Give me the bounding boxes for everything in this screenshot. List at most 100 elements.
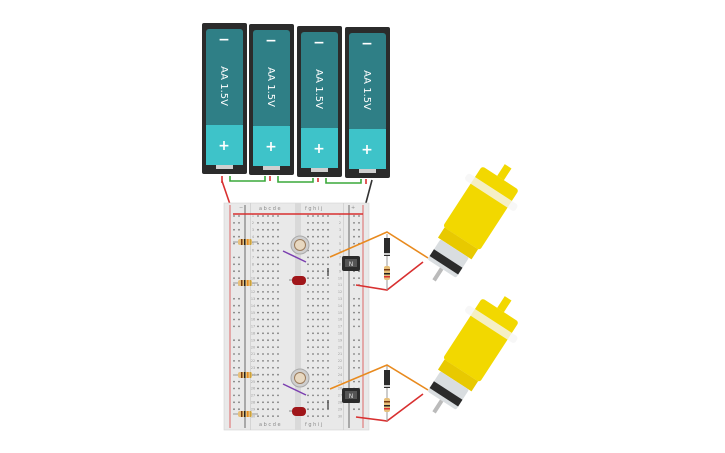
photoresistor[interactable]	[290, 235, 310, 255]
row-number: 19	[338, 338, 342, 342]
battery-plus-sign: +	[218, 138, 230, 154]
row-number: 5	[339, 242, 341, 246]
row-number: 1	[252, 214, 254, 218]
battery-pack: − AA 1.5V + − AA 1.5V + − AA 1.5V +	[202, 23, 390, 178]
row-number: 27	[251, 394, 255, 398]
battery-minus-sign: −	[313, 35, 325, 51]
battery-minus-sign: −	[218, 32, 230, 48]
column-letters-right: f g h i j	[305, 206, 322, 212]
rail-plus-label: +	[351, 205, 355, 211]
row-number: 11	[338, 283, 342, 287]
row-number: 3	[252, 228, 254, 232]
battery-1[interactable]: − AA 1.5V +	[202, 23, 247, 174]
row-number: 23	[251, 366, 255, 370]
row-number: 26	[338, 387, 342, 391]
column-letters-right-bottom: f g h i j	[305, 422, 322, 428]
resistor[interactable]	[233, 372, 258, 378]
jumper-wire-purple[interactable]	[282, 383, 307, 396]
row-number: 29	[251, 407, 255, 411]
row-number: 24	[338, 373, 342, 377]
row-number: 17	[338, 325, 342, 329]
row-number: 27	[338, 394, 342, 398]
battery-4[interactable]: − AA 1.5V +	[345, 27, 390, 178]
breadboard-holes[interactable]	[233, 215, 360, 417]
jumper-wire-purple[interactable]	[282, 250, 307, 263]
battery-series-wires[interactable]	[221, 176, 367, 184]
transistor-mark: N	[349, 393, 354, 400]
transistor[interactable]: N	[342, 256, 360, 271]
battery-label: AA 1.5V	[361, 70, 372, 110]
row-number: 25	[251, 380, 255, 384]
row-number: 22	[338, 359, 342, 363]
row-number: 4	[252, 235, 254, 239]
row-number: 20	[251, 345, 255, 349]
photoresistor[interactable]	[290, 368, 310, 388]
led-red[interactable]	[289, 407, 306, 416]
row-number: 6	[339, 249, 341, 253]
battery-3[interactable]: − AA 1.5V +	[297, 26, 342, 177]
row-number: 3	[339, 228, 341, 232]
row-number: 15	[251, 311, 255, 315]
row-number: 11	[251, 283, 255, 287]
battery-plus-sign: +	[313, 141, 325, 157]
row-number: 16	[338, 318, 342, 322]
row-number: 2	[339, 221, 341, 225]
row-number: 8	[252, 263, 254, 267]
circuit-2: N	[233, 282, 533, 429]
battery-plus-sign: +	[361, 142, 373, 158]
row-number: 28	[251, 401, 255, 405]
led-red[interactable]	[289, 276, 306, 285]
row-number: 9	[252, 269, 254, 273]
row-number: 25	[338, 380, 342, 384]
battery-plus-sign: +	[265, 139, 277, 155]
column-letters-left: a b c d e	[259, 206, 281, 212]
column-letters-left-bottom: a b c d e	[259, 422, 281, 428]
row-number: 21	[338, 352, 342, 356]
row-number: 21	[251, 352, 255, 356]
row-number: 7	[339, 256, 341, 260]
row-number: 18	[251, 332, 255, 336]
diode[interactable]	[384, 366, 390, 421]
battery-minus-sign: −	[361, 36, 373, 52]
row-number: 30	[338, 414, 342, 418]
circuit-1: N	[233, 150, 533, 297]
row-number: 13	[338, 297, 342, 301]
row-number: 15	[338, 311, 342, 315]
transistor[interactable]: N	[342, 388, 360, 403]
row-number: 10	[338, 276, 342, 280]
row-number: 20	[338, 345, 342, 349]
row-number: 16	[251, 318, 255, 322]
motor-wire-orange[interactable]	[329, 231, 429, 259]
row-number: 10	[251, 276, 255, 280]
row-number: 12	[251, 290, 255, 294]
row-number: 6	[252, 249, 254, 253]
dc-motor[interactable]	[409, 150, 533, 297]
row-number: 22	[251, 359, 255, 363]
row-number: 13	[251, 297, 255, 301]
resistor[interactable]	[233, 280, 258, 286]
resistor[interactable]	[233, 239, 258, 245]
row-number: 2	[252, 221, 254, 225]
row-number: 4	[339, 235, 341, 239]
row-number: 26	[251, 387, 255, 391]
row-number: 17	[251, 325, 255, 329]
row-number: 1	[339, 214, 341, 218]
dc-motor[interactable]	[409, 282, 533, 429]
row-number: 8	[339, 263, 341, 267]
row-number: 28	[338, 401, 342, 405]
row-number: 14	[251, 304, 255, 308]
row-number: 7	[252, 256, 254, 260]
row-number: 9	[339, 269, 341, 273]
resistor[interactable]	[233, 411, 258, 417]
row-number: 29	[338, 407, 342, 411]
battery-label: AA 1.5V	[265, 67, 276, 107]
row-number: 5	[252, 242, 254, 246]
battery-label: AA 1.5V	[313, 69, 324, 109]
battery-2[interactable]: − AA 1.5V +	[249, 24, 294, 175]
row-number: 30	[251, 414, 255, 418]
diode[interactable]	[384, 234, 390, 290]
row-number: 19	[251, 338, 255, 342]
motor-wire-orange[interactable]	[329, 364, 429, 391]
